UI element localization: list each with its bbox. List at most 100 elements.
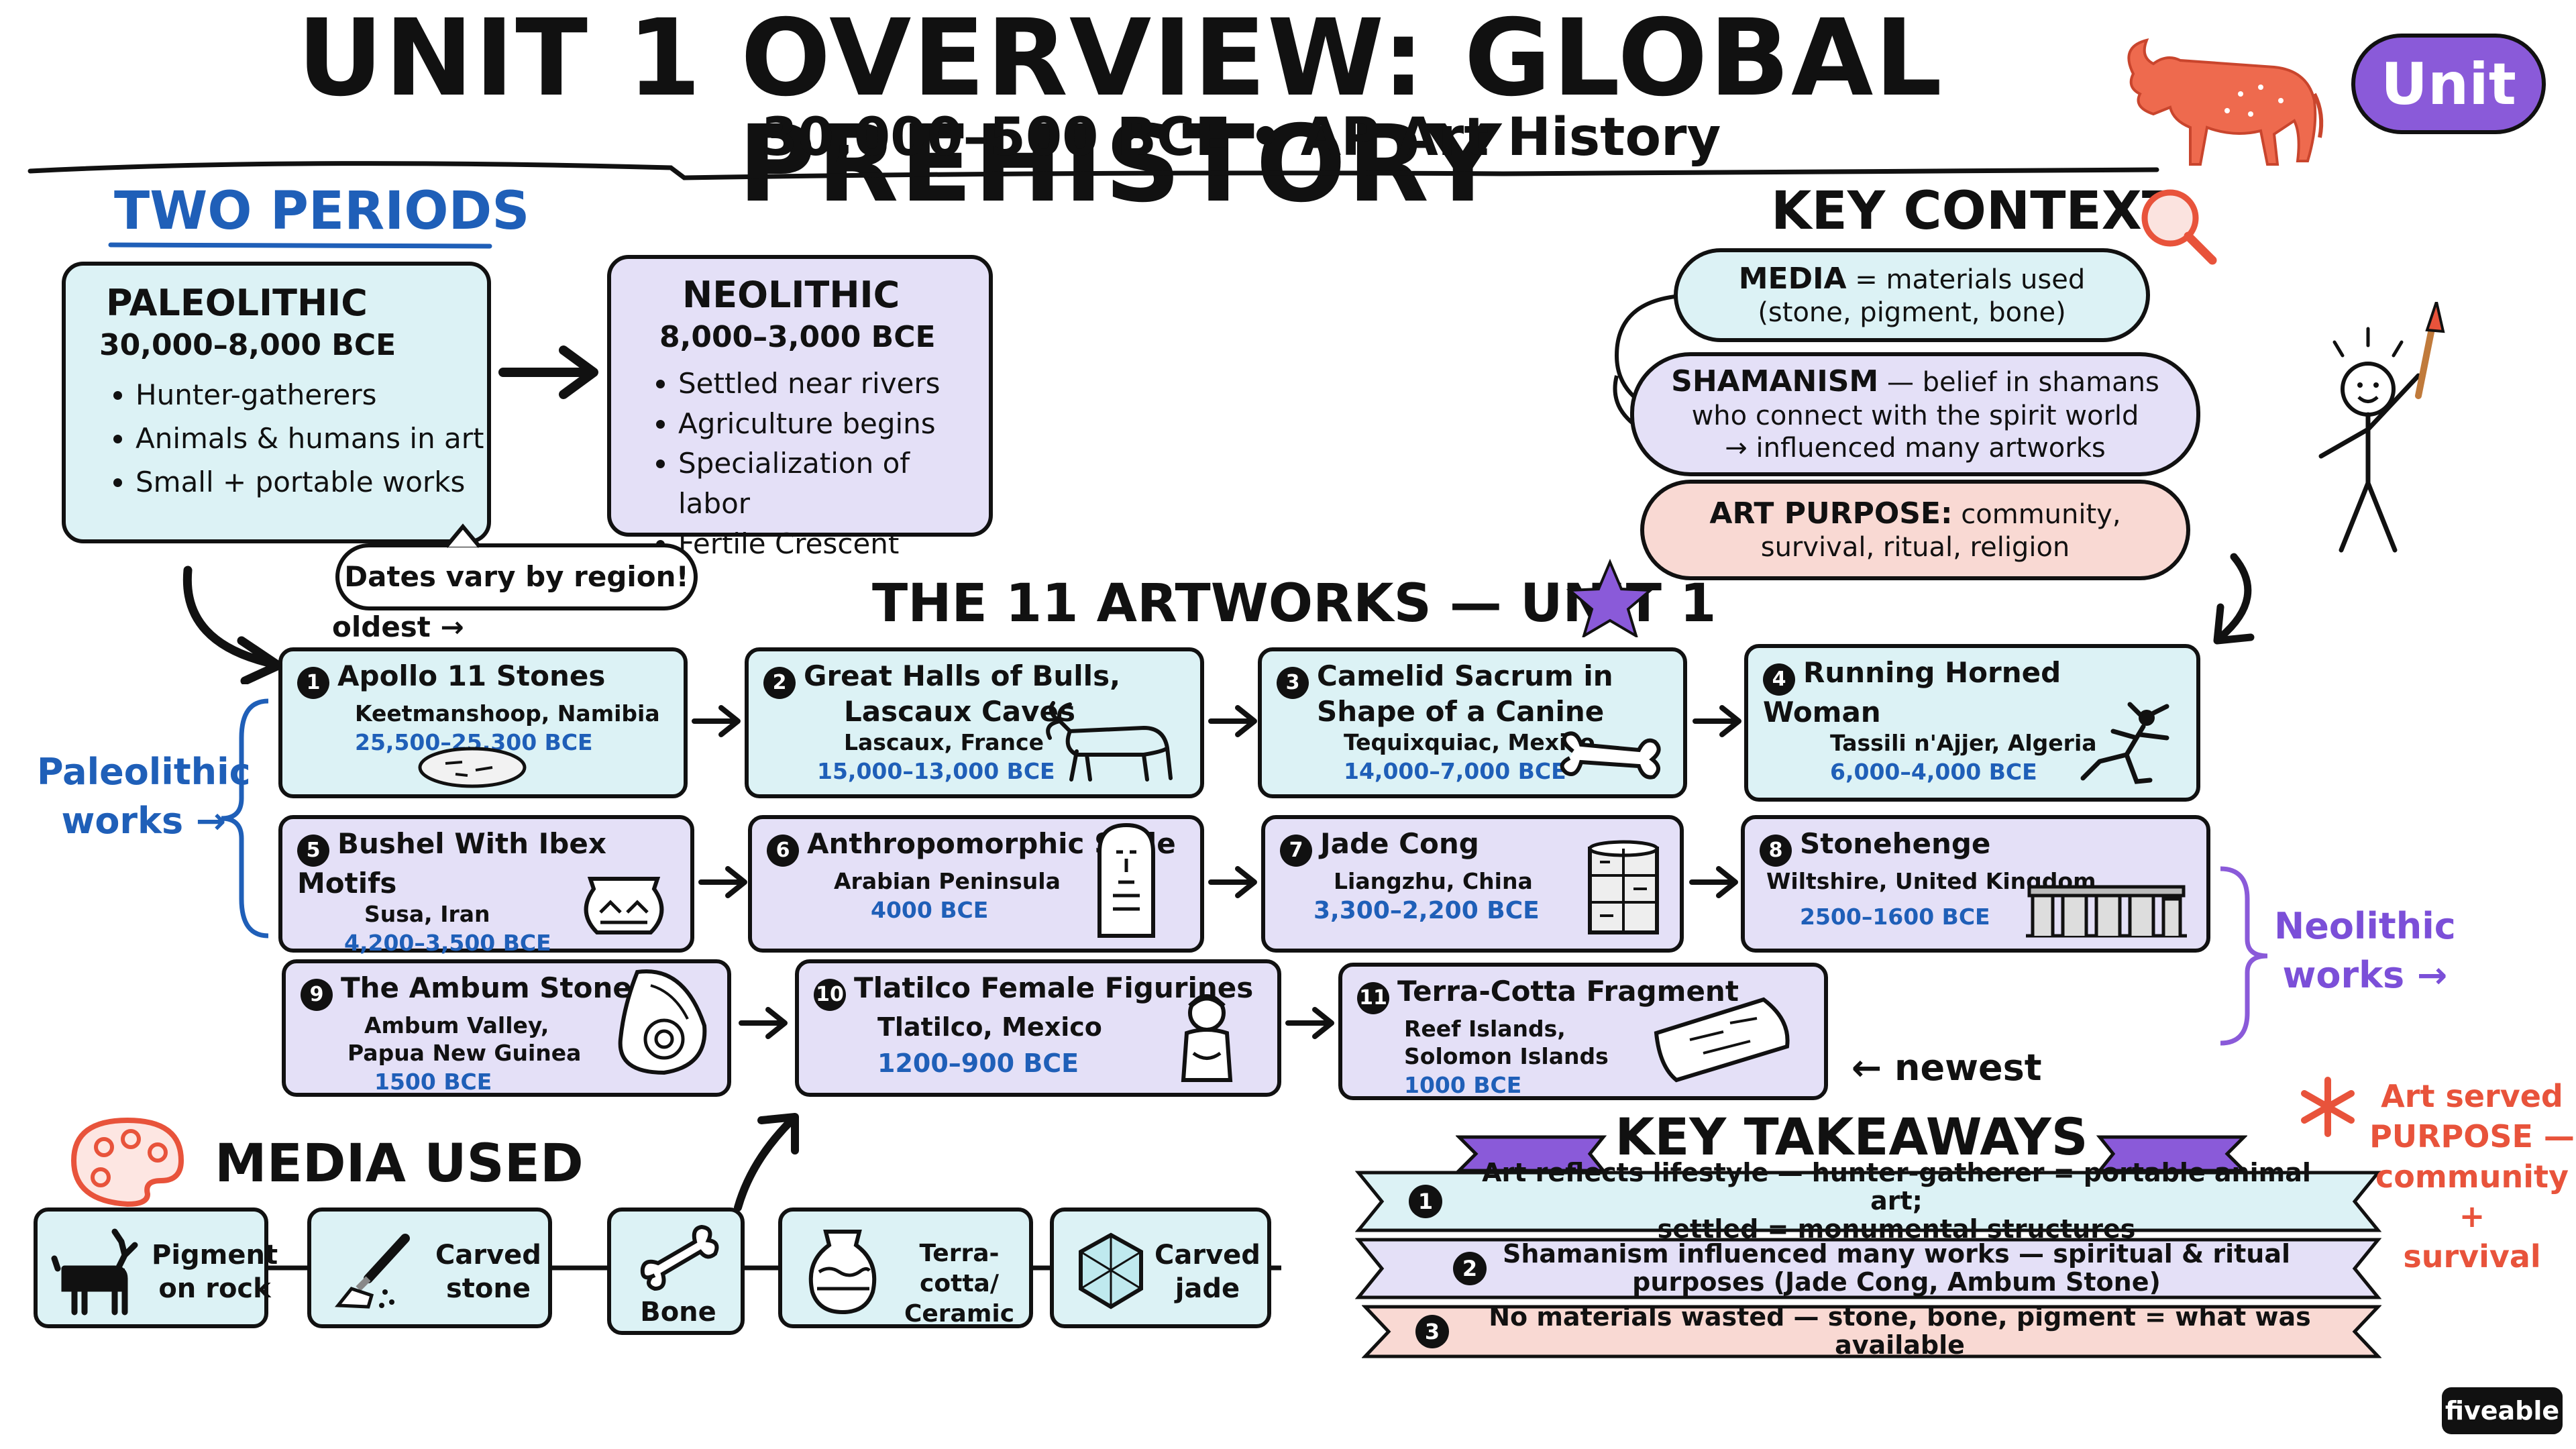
takeaway-ribbon — [1355, 1171, 2381, 1232]
artwork-name: Tlatilco Female Figurines — [854, 971, 1254, 1004]
paleolithic-card: PALEOLITHIC 30,000–8,000 BCE Hunter-gath… — [62, 262, 491, 543]
ambum-stone-icon — [618, 969, 707, 1075]
artwork-location-line2: Solomon Islands — [1404, 1042, 1609, 1069]
artwork-number: 8 — [1760, 834, 1792, 867]
artwork-dates: 4000 BCE — [871, 896, 989, 923]
magnifier-icon — [2141, 189, 2217, 265]
bullet: Fertile Crescent — [678, 524, 989, 564]
arrow-right-icon — [698, 866, 747, 898]
takeaway-line-1: No materials wasted — stone, bone, pigme… — [1489, 1302, 2311, 1360]
artworks-heading: THE 11 ARTWORKS — UNIT 1 — [872, 574, 1717, 634]
figurine-icon — [1181, 994, 1233, 1082]
deer-pigment-icon — [51, 1228, 138, 1316]
arrow-up-icon — [734, 1113, 799, 1212]
media-item-bone: Bone — [607, 1208, 745, 1335]
arrow-right-icon — [1693, 705, 1741, 737]
side-note-line-1: Art served — [2381, 1078, 2563, 1114]
media-label-2: on rock — [158, 1273, 271, 1304]
asterisk-icon — [2301, 1077, 2355, 1137]
artwork-name: Great Halls of Bulls, — [804, 659, 1121, 692]
takeaway-line-1: Art reflects lifestyle — hunter-gatherer… — [1482, 1158, 2311, 1216]
media-definition: MEDIA = materials used (stone, pigment, … — [1674, 248, 2150, 342]
heading-underline — [108, 242, 492, 249]
arrow-right-icon — [739, 1007, 788, 1039]
bull-icon — [2127, 38, 2324, 166]
arrow-right-icon — [1285, 1007, 1334, 1039]
artwork-location: Tlatilco, Mexico — [877, 1012, 1102, 1042]
pot-icon — [584, 877, 664, 934]
arrow-right-icon — [1689, 866, 1738, 898]
stick-figure-icon — [2318, 302, 2445, 553]
takeaway-number: 2 — [1452, 1252, 1487, 1285]
shamanism-term: SHAMANISM — [1671, 364, 1879, 399]
artwork-number: 1 — [297, 666, 329, 699]
oldest-label: oldest → — [332, 610, 464, 643]
artwork-dates: 1500 BCE — [374, 1068, 492, 1095]
purpose-side-note: Art served PURPOSE — community + surviva… — [2368, 1077, 2576, 1277]
neolithic-card: NEOLITHIC 8,000–3,000 BCE Settled near r… — [607, 255, 993, 560]
key-takeaways-heading: KEY TAKEAWAYS — [1615, 1107, 2088, 1167]
artwork-name: Stonehenge — [1800, 827, 1991, 860]
artwork-number: 4 — [1763, 663, 1795, 696]
artwork-location: Lascaux, France — [844, 729, 1044, 755]
artwork-location: Ambum Valley, — [364, 1012, 549, 1038]
title-underline — [28, 161, 2159, 180]
media-label-1: Carved — [1155, 1240, 1260, 1271]
page-title: UNIT 1 OVERVIEW: GLOBAL PREHISTORY — [297, 0, 1944, 226]
takeaway-ribbon — [1355, 1238, 2381, 1299]
stonehenge-icon — [2026, 885, 2187, 938]
artwork-location: Keetmanshoop, Namibia — [355, 700, 660, 727]
artwork-location: Susa, Iran — [364, 900, 490, 927]
neolithic-works-label-1: Neolithic — [2274, 905, 2456, 947]
bull-drawing-icon — [1046, 701, 1173, 782]
side-note-line-3: community + — [2375, 1158, 2569, 1235]
paleolithic-bullets: Hunter-gatherers Animals & humans in art… — [106, 373, 487, 504]
media-term: MEDIA — [1738, 261, 1847, 296]
paleolithic-works-label-1: Paleolithic — [37, 751, 251, 793]
arrow-right-icon — [1208, 705, 1257, 737]
arrow-right-icon — [692, 705, 741, 737]
key-context-heading: KEY CONTEXT — [1771, 181, 2178, 241]
newest-label: ← newest — [1851, 1046, 2042, 1089]
artwork-dates: 2500–1600 BCE — [1800, 903, 1990, 930]
artwork-location: Reef Islands, — [1404, 1015, 1566, 1042]
media-used-heading: MEDIA USED — [215, 1134, 584, 1194]
media-def-2: (stone, pigment, bone) — [1758, 297, 2066, 329]
media-item-ceramic: Terra-cotta/Ceramic — [778, 1208, 1033, 1328]
bullet: Settled near rivers — [678, 364, 989, 404]
bullet: Small + portable works — [136, 460, 487, 504]
artwork-number: 10 — [814, 978, 846, 1011]
artwork-dates: 14,000–7,000 BCE — [1344, 757, 1566, 784]
takeaways-banner — [1456, 1135, 2247, 1173]
running-figure-icon — [2080, 702, 2169, 784]
paleolithic-title: PALEOLITHIC — [106, 282, 368, 324]
artwork-name: Terra-Cotta Fragment — [1397, 975, 1739, 1008]
artwork-dates: 1200–900 BCE — [877, 1048, 1079, 1078]
takeaway-ribbon — [1362, 1305, 2381, 1358]
artwork-dates: 3,300–2,200 BCE — [1313, 896, 1540, 924]
artwork-name: Camelid Sacrum in — [1317, 659, 1613, 692]
artwork-number: 11 — [1357, 981, 1389, 1014]
artwork-location: Tequixquiac, Mexico — [1344, 729, 1595, 755]
takeaway-line-2: purposes (Jade Cong, Ambum Stone) — [1632, 1267, 2161, 1297]
purpose-term: ART PURPOSE: — [1709, 496, 1953, 531]
gem-icon — [1079, 1232, 1143, 1309]
bullet: Hunter-gatherers — [136, 373, 487, 417]
artwork-location: Liangzhu, China — [1334, 867, 1533, 894]
